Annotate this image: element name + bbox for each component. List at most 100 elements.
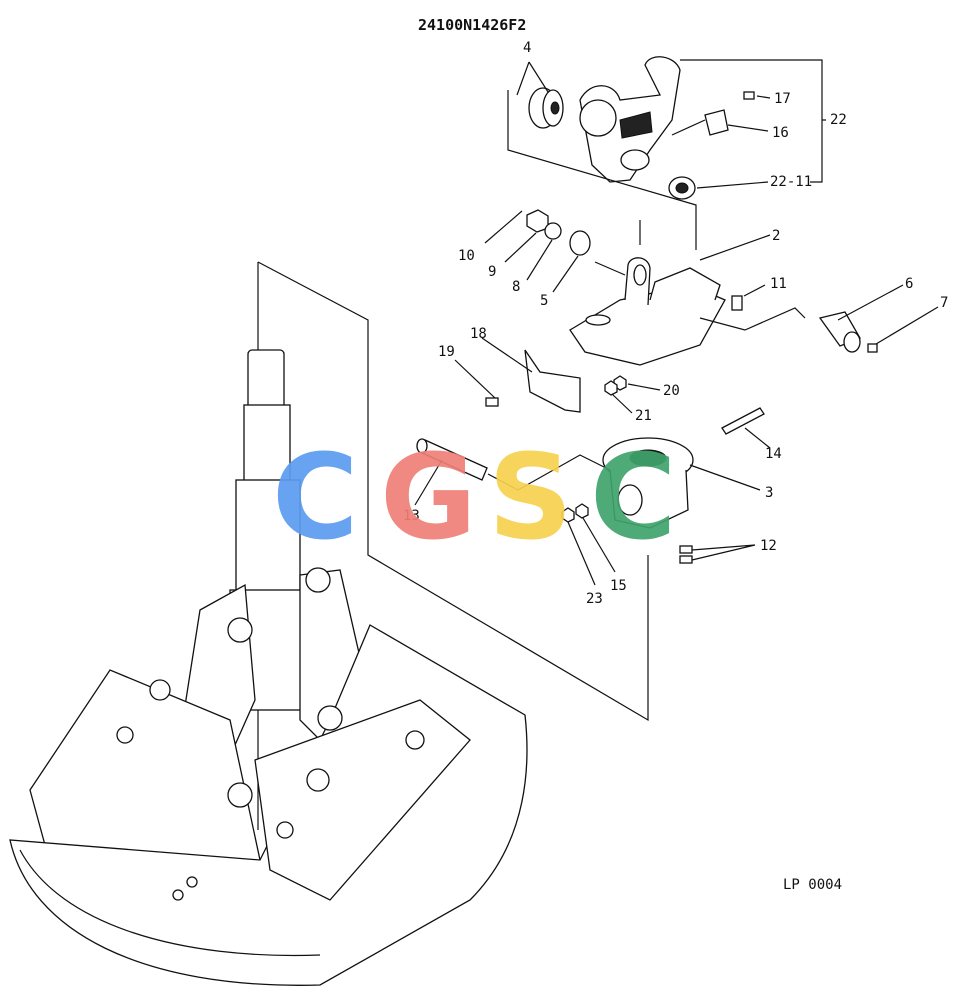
- bucket-lip: [19, 849, 321, 957]
- pin-boss: [227, 782, 253, 808]
- diagram-code: 24100N1426F2: [418, 16, 526, 34]
- swivel-plate: [619, 111, 653, 139]
- part-22-11-bushing: 22-11: [668, 174, 812, 200]
- leader-7: [875, 306, 939, 345]
- part-14-bolt: 14: [721, 407, 782, 462]
- part-16-17: 17 16: [671, 91, 791, 141]
- watermark-letter: S: [488, 428, 573, 566]
- housing-bore: [629, 449, 667, 467]
- leader-10: [484, 210, 523, 244]
- leader-23: [567, 521, 596, 586]
- leader-21: [611, 393, 633, 414]
- bolt-11: [731, 295, 743, 311]
- part-22-swivel-link: 22: [507, 56, 847, 250]
- leader-17: [756, 95, 771, 99]
- bracket-22: [680, 59, 826, 183]
- part-12: 12: [679, 538, 777, 564]
- callout-22: 22: [830, 112, 847, 128]
- callout-9: 9: [488, 264, 496, 280]
- sheet-code: LP 0004: [783, 877, 842, 893]
- callout-17: 17: [774, 91, 791, 107]
- swivel-bore: [620, 149, 650, 171]
- washer-15: [575, 503, 589, 519]
- pin-13-end: [416, 438, 428, 454]
- callout-12: 12: [760, 538, 777, 554]
- grease-nipple: [679, 545, 693, 554]
- callout-23: 23: [586, 591, 603, 607]
- washer-21: [604, 380, 618, 396]
- callout-6: 6: [905, 276, 913, 292]
- part-23-15: 23 15: [561, 503, 627, 607]
- callout-15: 15: [610, 578, 627, 594]
- callout-7: 7: [940, 295, 948, 311]
- callout-5: 5: [540, 293, 548, 309]
- cylinder-head: [247, 349, 285, 411]
- lock-plate: [704, 109, 729, 136]
- roller-bore: [550, 101, 560, 115]
- screw-7: [867, 343, 878, 353]
- swivel-eye: [579, 99, 617, 137]
- part-13-pin: 13: [403, 438, 611, 524]
- right-bucket-shell: [254, 699, 471, 901]
- pin-boss: [227, 617, 253, 643]
- callout-10: 10: [458, 248, 475, 264]
- leader-9: [504, 232, 537, 263]
- assembly-reference-lines: [507, 90, 697, 250]
- bolt-19: [485, 397, 499, 407]
- bolt-hole: [186, 876, 198, 888]
- callout-11: 11: [770, 276, 787, 292]
- leader-12: [691, 544, 756, 561]
- callout-21: 21: [635, 408, 652, 424]
- callout-3: 3: [765, 485, 773, 501]
- pin-hole: [149, 679, 171, 701]
- bushing-bore: [675, 182, 689, 194]
- housing-side-hole: [617, 484, 643, 516]
- spacer-5: [569, 230, 591, 256]
- pin-hole: [276, 821, 294, 839]
- nut-23: [561, 507, 575, 523]
- cylinder-barrel: [235, 479, 301, 601]
- watermark-letter: C: [272, 428, 359, 566]
- part-4-rollers: 4: [516, 40, 564, 129]
- part-20-21: 20 21: [604, 375, 680, 424]
- leader-2: [699, 234, 771, 261]
- pin-hole: [306, 768, 330, 792]
- part-18-19: 18 19: [438, 326, 581, 413]
- part-2-bracket: 2: [569, 220, 780, 366]
- leader-15: [582, 517, 616, 573]
- leader-13: [414, 459, 443, 506]
- part-3-housing: 3: [602, 437, 773, 529]
- guard-18: [524, 349, 581, 413]
- watermark-letter: C: [590, 428, 677, 566]
- leader-16: [671, 119, 769, 136]
- callout-13: 13: [403, 508, 420, 524]
- callout-16: 16: [772, 125, 789, 141]
- leader-4: [516, 61, 549, 96]
- part-6-7: 6 7: [818, 276, 948, 353]
- cylinder-rod-housing: [243, 404, 291, 486]
- pin-6-head: [843, 331, 861, 353]
- bracket-ear-hole: [633, 264, 647, 286]
- leader-8: [526, 239, 553, 281]
- assembly-reference-lines: [594, 220, 641, 276]
- watermark-letter: G: [380, 428, 477, 566]
- leader-11: [743, 284, 766, 297]
- watermark: C G S C: [272, 428, 677, 566]
- washer-8: [544, 222, 562, 240]
- grease-nipple: [679, 555, 693, 564]
- callout-8: 8: [512, 279, 520, 295]
- parts-10-9-8-5: 10 9 8 5: [458, 209, 591, 309]
- assembly-reference-lines: [699, 307, 806, 331]
- leader-14: [744, 427, 771, 449]
- callout-2: 2: [772, 228, 780, 244]
- leader-5: [552, 255, 579, 293]
- callout-14: 14: [765, 446, 782, 462]
- small-bolt: [743, 91, 755, 100]
- leader-18: [481, 337, 533, 373]
- bracket-top: [649, 267, 721, 301]
- callout-20: 20: [663, 383, 680, 399]
- bolt-14: [721, 407, 765, 435]
- assembly-reference-lines: [487, 454, 611, 491]
- leader-19: [454, 359, 496, 399]
